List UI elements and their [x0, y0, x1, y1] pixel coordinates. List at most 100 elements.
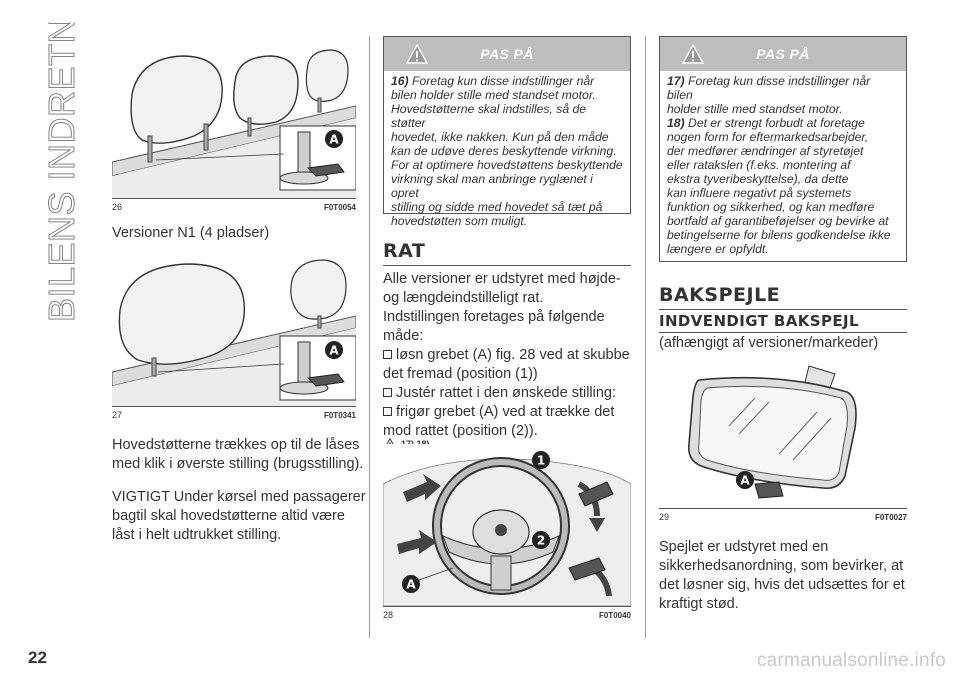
figure-28-callout-2: 2	[537, 534, 545, 548]
column-divider-2	[645, 36, 646, 638]
warning-line: funktion og sikkerhed, og kan medføre	[667, 200, 875, 214]
warning-line: Det er strengt forbudt at foretage	[688, 116, 865, 130]
checkbox-bullet-icon	[383, 350, 392, 359]
headrest-paragraph: Hovedstøtterne trækkes op til de låses m…	[112, 436, 363, 474]
step-3: frigør grebet (A) ved at trække det	[383, 403, 630, 422]
column-divider-1	[369, 36, 370, 638]
warning-line: Foretag kun disse indstillinger når	[412, 74, 595, 88]
headrest-line: med klik i øverste stilling (brugsstilli…	[112, 456, 364, 472]
important-line: låst i helt udtrukket stilling.	[112, 527, 282, 543]
warning-number: 18)	[667, 116, 685, 130]
steering-wheel-illustration: 1 2 A	[383, 444, 631, 606]
important-line: VIGTIGT Under kørsel med passagerer	[112, 489, 366, 505]
headrest-line: Hovedstøtterne trækkes op til de låses	[112, 437, 360, 453]
figure-28-code: F0T0040	[598, 611, 631, 620]
important-paragraph: VIGTIGT Under kørsel med passagerer bagt…	[112, 488, 366, 545]
warning-box-17-18: PAS PÅ 17) Foretag kun disse indstilling…	[659, 36, 907, 262]
warning-header: PAS PÅ	[384, 37, 630, 71]
figure-26-callout: A	[329, 133, 339, 147]
rat-intro: Alle versioner er udstyret med højde- og…	[383, 270, 621, 346]
figure-28-number: 28	[383, 610, 394, 620]
figure-26-footer: 26 F0T0054	[112, 198, 356, 212]
warning-line: hovedet, ikke nakken. Kun på den måde	[391, 130, 609, 144]
figure-26-code: F0T0054	[323, 203, 356, 212]
warning-number: 17)	[667, 74, 685, 88]
figure-29-footer: 29 F0T0027	[659, 508, 907, 522]
important-line: bagtil skal hovedstøtterne altid være	[112, 508, 345, 524]
step-1-cont: det fremad (position (1))	[383, 366, 538, 382]
rat-steps: løsn grebet (A) fig. 28 ved at skubbe de…	[383, 346, 630, 441]
checkbox-bullet-icon	[383, 407, 392, 416]
mirror-line: kraftigt stød.	[659, 596, 739, 612]
warning-line: stilling og sidde med hovedet så tæt på	[391, 200, 603, 214]
rat-intro-line: Alle versioner er udstyret med højde-	[383, 271, 621, 287]
rear-headrests-illustration: A	[112, 36, 356, 198]
warning-line: betingelserne for bilens godkendelse ikk…	[667, 228, 891, 242]
figure-26: A 26 F0T0054	[112, 36, 356, 212]
figure-29: A 29 F0T0027	[659, 356, 907, 522]
warning-line: der medfører ændringer af styretøjet	[667, 144, 864, 158]
figure-26-number: 26	[112, 202, 123, 212]
step-2-text: Justér rattet i den ønskede stilling:	[396, 385, 617, 401]
watermark: carmanualsonline.info	[756, 650, 946, 671]
warning-body: 17) Foretag kun disse indstillinger når …	[660, 71, 906, 260]
mirror-line: det løsner sig, hvis det udsættes for et	[659, 577, 905, 593]
step-1-text: løsn grebet (A) fig. 28 ved at skubbe	[396, 347, 630, 363]
mirror-paragraph: Spejlet er udstyret med en sikkerhedsano…	[659, 538, 905, 614]
figure-27-callout: A	[329, 344, 339, 358]
figure-29-code: F0T0027	[874, 513, 907, 522]
step-1: løsn grebet (A) fig. 28 ved at skubbe	[383, 346, 630, 365]
versions-caption: Versioner N1 (4 pladser)	[112, 225, 270, 241]
section-title-text: BILENS INDRETNING	[41, 22, 82, 322]
warning-triangle-icon	[682, 44, 704, 64]
figure-29-callout: A	[740, 474, 750, 488]
section-heading-bakspejle: BAKSPEJLE	[659, 284, 907, 310]
step-2: Justér rattet i den ønskede stilling:	[383, 384, 630, 403]
figure-28-callout-a: A	[406, 578, 416, 592]
figure-28: 1 2 A 28 F0T0040	[383, 444, 631, 620]
headrest-illustration: A	[112, 246, 356, 406]
mirror-line: Spejlet er udstyret med en	[659, 539, 829, 555]
warning-box-16: PAS PÅ 16) Foretag kun disse indstilling…	[383, 36, 631, 228]
figure-28-footer: 28 F0T0040	[383, 606, 631, 620]
warning-title: PAS PÅ	[480, 46, 534, 62]
step-3-cont: mod rattet (position (2)).	[383, 423, 538, 439]
warning-line: kan influere negativt på systemets	[667, 186, 852, 200]
warning-line: For at optimere hovedstøttens beskyttend…	[391, 158, 623, 172]
warning-line: eller ratakslen (f.eks. montering af	[667, 158, 851, 172]
warning-line: holder stille med standset motor.	[667, 102, 843, 116]
page-number: 22	[28, 648, 47, 667]
warning-line: virkning skal man anbringe ryglænet i op…	[391, 172, 593, 200]
warning-line: bilen holder stille med standset motor.	[391, 88, 596, 102]
warning-line: Foretag kun disse indstillinger når bile…	[667, 74, 871, 102]
section-heading-rat: RAT	[383, 240, 631, 266]
mirror-subcaption: (afhængigt af versioner/markeder)	[659, 335, 879, 351]
warning-number: 16)	[391, 74, 409, 88]
warning-line: nogen form for eftermarkedsarbejder,	[667, 130, 869, 144]
figure-28-callout-1: 1	[537, 454, 545, 468]
figure-27-number: 27	[112, 410, 123, 420]
rat-intro-line: Indstillingen foretages på følgende	[383, 309, 605, 325]
warning-line: hovedstøtten som muligt.	[391, 214, 528, 228]
warning-line: bortfald af garantibeføjelser og bevirke…	[667, 214, 889, 228]
warning-header: PAS PÅ	[660, 37, 906, 71]
rat-intro-line: og længdeindstilleligt rat.	[383, 290, 544, 306]
warning-line: kan de udøve deres beskyttende virkning.	[391, 144, 617, 158]
figure-27-footer: 27 F0T0341	[112, 406, 356, 420]
rear-view-mirror-illustration: A	[659, 356, 907, 508]
rat-intro-line: måde:	[383, 328, 424, 344]
step-3-text: frigør grebet (A) ved at trække det	[396, 404, 615, 420]
section-title: BILENS INDRETNING	[38, 0, 84, 322]
checkbox-bullet-icon	[383, 388, 392, 397]
subheading-indvendigt-bakspejl: INDVENDIGT BAKSPEJL	[659, 312, 907, 333]
warning-title: PAS PÅ	[756, 46, 810, 62]
warning-line: længere er opfyldt.	[667, 242, 769, 256]
figure-27: A 27 F0T0341	[112, 246, 356, 420]
figure-27-code: F0T0341	[323, 411, 356, 420]
warning-line: ekstra tyveribeskyttelse), da dette	[667, 172, 849, 186]
warning-line: Hovedstøtterne skal indstilles, så de st…	[391, 102, 587, 130]
warning-body: 16) Foretag kun disse indstillinger når …	[384, 71, 630, 232]
figure-29-number: 29	[659, 512, 670, 522]
mirror-line: sikkerhedsanordning, som bevirker, at	[659, 558, 904, 574]
warning-triangle-icon	[406, 44, 428, 64]
